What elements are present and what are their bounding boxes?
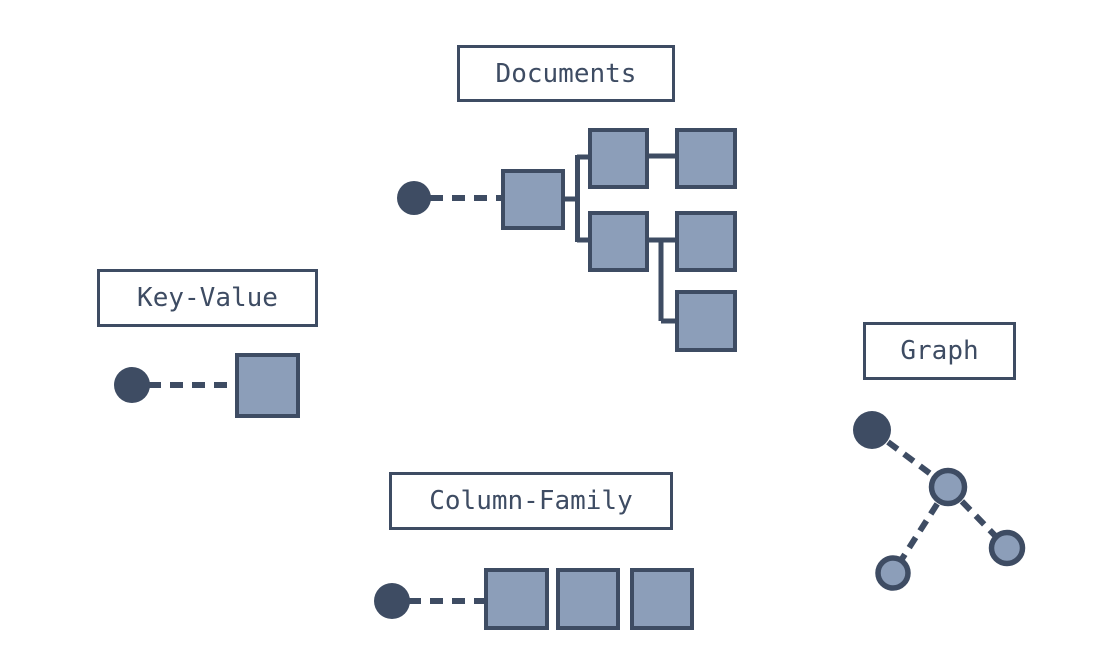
graph-label: Graph bbox=[863, 322, 1016, 380]
key-value-label: Key-Value bbox=[97, 269, 318, 327]
column-family-key-node bbox=[374, 583, 410, 619]
documents-root-square bbox=[501, 169, 565, 230]
key-value-label-text: Key-Value bbox=[137, 283, 278, 313]
documents-label-text: Documents bbox=[495, 58, 637, 89]
column-family-label: Column-Family bbox=[389, 472, 673, 530]
graph-label-text: Graph bbox=[900, 336, 979, 366]
documents-square-row2-b bbox=[675, 211, 737, 272]
key-value-model bbox=[114, 353, 300, 418]
documents-square-row3 bbox=[675, 290, 737, 352]
graph-center-node bbox=[928, 467, 968, 507]
documents-square-row1-a bbox=[588, 128, 649, 189]
column-family-square-2 bbox=[556, 568, 620, 630]
graph-left-node bbox=[875, 555, 911, 591]
graph-right-node bbox=[988, 529, 1026, 567]
key-value-square bbox=[235, 353, 300, 418]
documents-square-row1-b bbox=[675, 128, 737, 189]
graph-edge-root-center bbox=[870, 427, 950, 490]
graph-model bbox=[853, 411, 1026, 591]
column-family-model bbox=[374, 568, 694, 630]
documents-square-row2-a bbox=[588, 211, 649, 272]
column-family-label-text: Column-Family bbox=[429, 486, 633, 516]
column-family-square-1 bbox=[484, 568, 549, 630]
column-family-square-3 bbox=[630, 568, 694, 630]
documents-label: Documents bbox=[457, 45, 675, 102]
key-value-key-node bbox=[114, 367, 150, 403]
documents-model bbox=[397, 128, 737, 352]
graph-root-node bbox=[853, 411, 891, 449]
documents-key-node bbox=[397, 181, 431, 215]
